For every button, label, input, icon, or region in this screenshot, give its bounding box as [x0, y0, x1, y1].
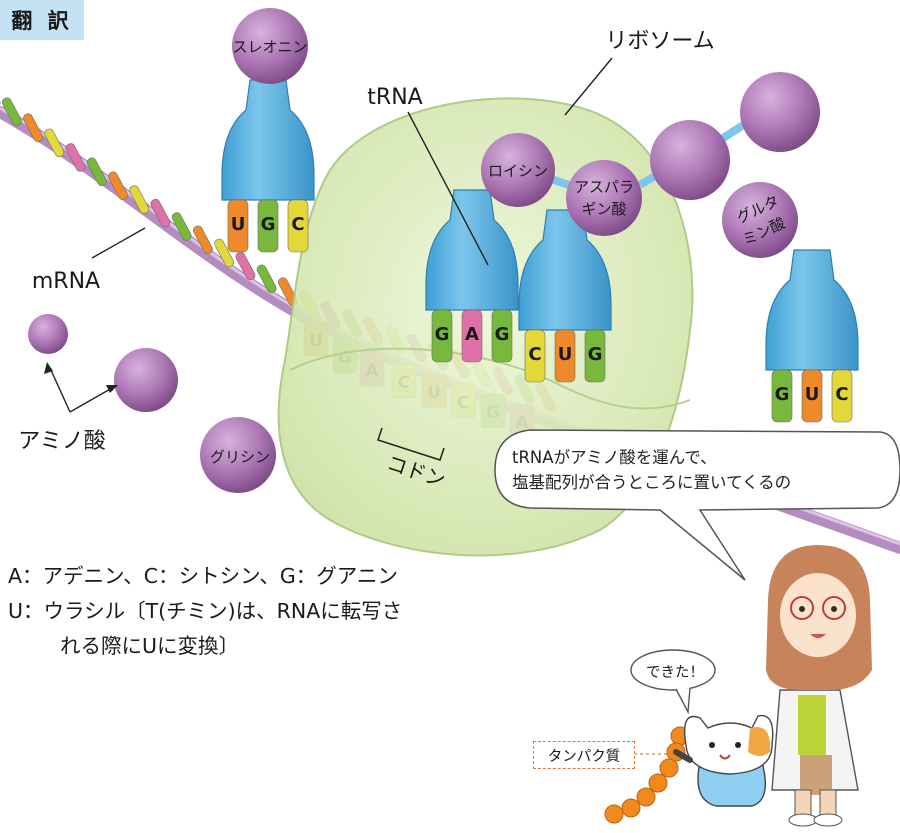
anticodon-letter: G — [588, 344, 603, 365]
amino-arrow-1 — [49, 367, 71, 413]
ribosome-label: リボソーム — [605, 29, 714, 54]
glycine-ball — [200, 417, 276, 493]
glutamine-ball — [722, 182, 798, 258]
mrna-base — [44, 128, 65, 158]
mrna-base — [108, 171, 128, 201]
ribosome-pointer-line — [564, 57, 613, 116]
trna-label: tRNA — [367, 85, 422, 110]
speech-bubble — [494, 429, 900, 581]
anticodon-letter: G — [495, 324, 510, 345]
amino-acid-label: アミノ酸 — [18, 429, 106, 454]
threonine-ball — [232, 8, 308, 84]
mrna-base — [0, 78, 1, 108]
mrna-base — [1, 97, 22, 126]
speech-bubble-text: tRNAがアミノ酸を運んで、 塩基配列が合うところに置いてくるの — [512, 445, 872, 495]
trna-pointer-line — [407, 111, 489, 266]
codon-bracket — [377, 427, 445, 461]
anticodon-base — [554, 329, 576, 383]
anticodon-base — [257, 199, 279, 253]
protein-chain — [604, 726, 690, 824]
protein-bead — [604, 804, 624, 824]
protein-bead — [621, 798, 641, 818]
trna-body — [765, 249, 859, 371]
chain-ball — [650, 120, 730, 200]
protein-bead — [636, 787, 656, 807]
free-amino-ball-small — [28, 314, 68, 354]
amino-arrow-1-head — [44, 362, 53, 374]
trna-body — [221, 79, 315, 201]
anticodon-letter: G — [435, 324, 450, 345]
anticodon-letter: C — [528, 344, 541, 365]
anticodon-letter: A — [465, 324, 479, 345]
free-amino-ball-large — [114, 348, 178, 412]
anticodon-letter: C — [291, 214, 304, 235]
speech-line-1: tRNAがアミノ酸を運んで、 — [512, 448, 717, 467]
chain-ball — [740, 72, 820, 152]
cat-mascot — [673, 714, 774, 807]
anticodon-base — [227, 199, 249, 253]
mrna-pointer-line — [91, 227, 146, 259]
anticodon-base — [831, 369, 853, 423]
done-text: できた！ — [646, 665, 704, 681]
anticodon-base — [287, 199, 309, 253]
mrna-base — [150, 198, 171, 228]
amino-arrow-2-head — [106, 385, 118, 393]
leucine-ball — [481, 133, 555, 207]
mrna-base — [129, 185, 150, 214]
done-bubble — [630, 649, 716, 691]
protein-label: タンパク質 — [533, 741, 635, 769]
anticodon-letter: U — [805, 384, 820, 405]
anticodon-base — [524, 329, 546, 383]
done-bubble-tail — [675, 687, 691, 715]
amino-arrow-2 — [69, 387, 113, 413]
leucine-label: ロイシン — [488, 162, 548, 180]
scientist-character — [766, 545, 872, 827]
trna-body — [518, 209, 612, 331]
mrna-base — [214, 238, 235, 268]
anticodon-base — [461, 309, 483, 363]
threonine-label: スレオニン — [232, 38, 307, 56]
anticodon-letter: C — [835, 384, 848, 405]
anticodon-letter: U — [558, 344, 573, 365]
speech-line-2: 塩基配列が合うところに置いてくるの — [512, 473, 792, 492]
legend-line-1: A：アデニン、C：シトシン、G：グアニン — [8, 564, 398, 588]
mrna-base — [193, 225, 213, 255]
mrna-base — [235, 251, 256, 281]
mrna-base — [86, 157, 107, 187]
legend-line-3: れる際にUに変換〕 — [60, 634, 240, 658]
trna-body — [425, 189, 519, 311]
mrna-base — [171, 212, 192, 241]
anticodon-base — [584, 329, 606, 383]
mrna-base — [256, 264, 277, 294]
anticodon-letter: G — [775, 384, 790, 405]
protein-bead — [659, 758, 679, 778]
mrna-base — [65, 143, 86, 172]
anticodon-letter: G — [261, 214, 276, 235]
anticodon-letter: U — [231, 214, 246, 235]
anticodon-base — [801, 369, 823, 423]
legend-line-2: U：ウラシル〔T(チミン)は、RNAに転写さ — [8, 599, 403, 623]
anticodon-base — [491, 309, 513, 363]
anticodon-base — [771, 369, 793, 423]
protein-bead — [648, 773, 668, 793]
asparagine-label-line-2: ギン酸 — [581, 200, 626, 218]
anticodon-base — [431, 309, 453, 363]
page-title: 翻 訳 — [0, 0, 84, 40]
glycine-label: グリシン — [210, 448, 270, 466]
asparagine-ball — [566, 160, 642, 236]
mrna-base — [23, 113, 43, 142]
cat-arm — [673, 749, 693, 763]
asparagine-label-line-1: アスパラ — [574, 178, 634, 196]
mrna-label: mRNA — [32, 269, 100, 294]
